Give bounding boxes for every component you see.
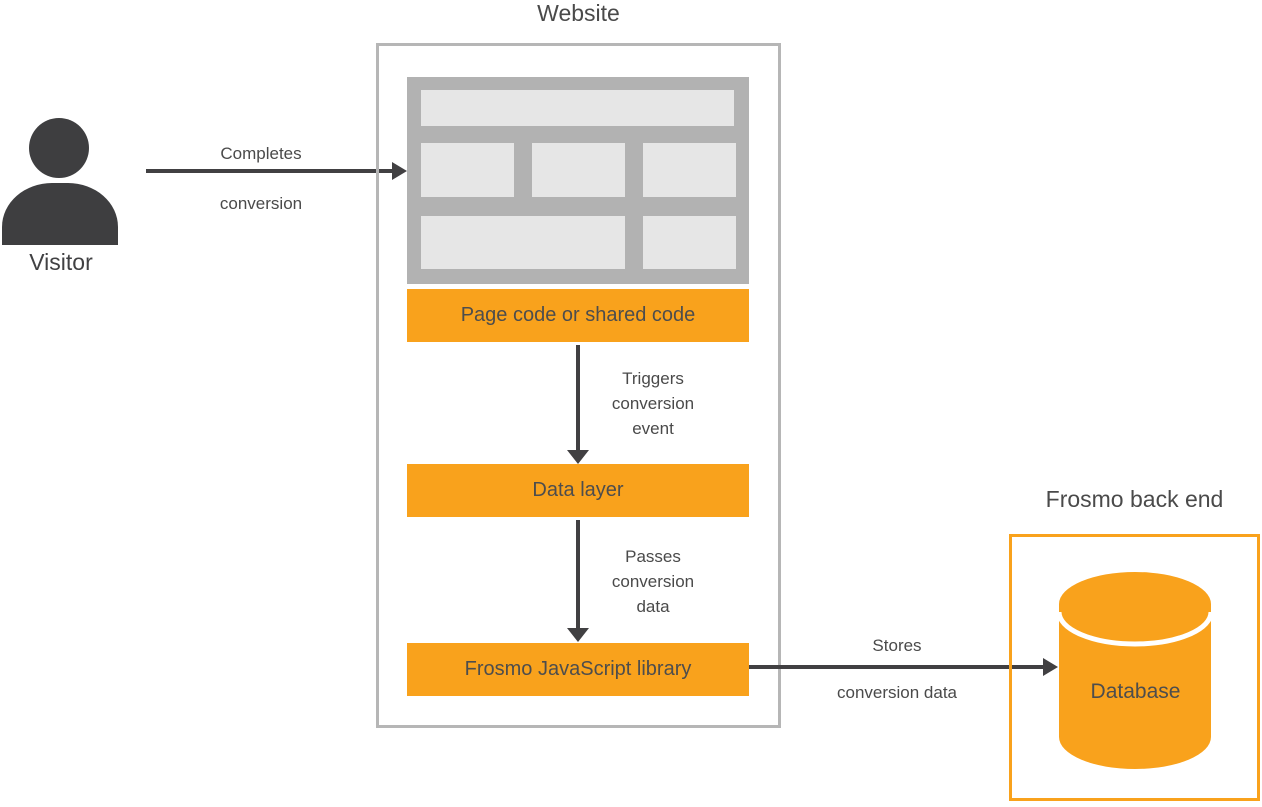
website-box: [376, 43, 781, 728]
data-layer-bar: Data layer: [407, 464, 749, 517]
triggers-label-line2: conversion: [611, 394, 695, 413]
wireframe-block: [421, 216, 625, 269]
js-library-label: Frosmo JavaScript library: [464, 658, 692, 680]
visitor-icon: [29, 118, 89, 178]
arrowhead-down-icon: [567, 628, 589, 642]
arrowhead-down-icon: [567, 450, 589, 464]
page-code-bar: Page code or shared code: [407, 289, 749, 342]
triggers-label-line3: event: [632, 419, 674, 438]
wireframe-block: [532, 143, 625, 197]
arrowhead-right-icon: [1043, 658, 1058, 676]
stores-conversion-label-line1: Stores: [872, 636, 922, 655]
passes-conversion-arrow: [576, 520, 580, 628]
triggers-label-line1: Triggers: [622, 369, 684, 388]
backend-box: [1009, 534, 1260, 801]
stores-conversion-label-line2: conversion data: [836, 683, 958, 702]
js-library-bar: Frosmo JavaScript library: [407, 643, 749, 696]
wireframe-block: [421, 143, 514, 197]
passes-conversion-label: Passes conversion data: [597, 544, 709, 619]
visitor-label: Visitor: [29, 249, 93, 275]
website-title: Website: [537, 0, 620, 26]
completes-conversion-label-line2: conversion: [219, 194, 303, 213]
visitor-icon-body: [2, 183, 118, 245]
completes-conversion-label-line1: Completes: [220, 144, 302, 163]
passes-label-line2: conversion: [611, 572, 695, 591]
wireframe-header-block: [421, 90, 734, 126]
stores-conversion-arrow: [749, 665, 1043, 669]
triggers-conversion-label: Triggers conversion event: [597, 366, 709, 441]
wireframe-block: [643, 216, 736, 269]
wireframe-block: [643, 143, 736, 197]
page-code-label: Page code or shared code: [460, 304, 696, 326]
database-label: Database: [1090, 680, 1181, 703]
passes-label-line1: Passes: [625, 547, 681, 566]
triggers-conversion-arrow: [576, 345, 580, 450]
completes-conversion-arrow: [146, 169, 392, 173]
data-layer-label: Data layer: [532, 479, 624, 501]
passes-label-line3: data: [636, 597, 670, 616]
backend-title: Frosmo back end: [1045, 486, 1224, 512]
arrowhead-right-icon: [392, 162, 407, 180]
database-icon: [1056, 572, 1214, 769]
webpage-wireframe-icon: [407, 77, 749, 284]
